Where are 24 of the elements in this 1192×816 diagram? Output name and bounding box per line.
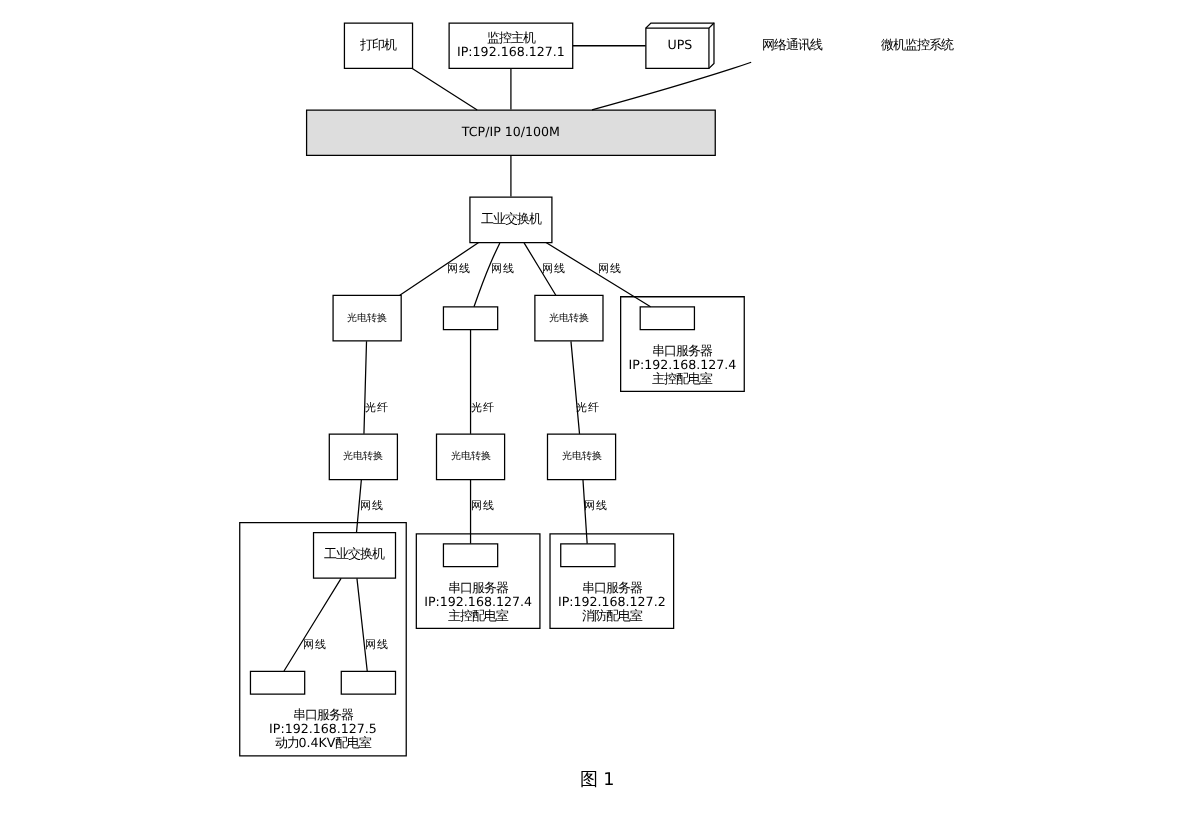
connector (544, 240, 651, 307)
connector (569, 339, 580, 434)
connector (410, 66, 477, 110)
node-box (441, 542, 498, 567)
connector (509, 67, 511, 110)
connector (355, 576, 367, 671)
connector (362, 339, 367, 434)
connector (590, 60, 751, 110)
node-box (559, 542, 615, 567)
connector (472, 241, 500, 307)
node-box (638, 305, 695, 330)
node-box (441, 305, 498, 330)
connector (581, 478, 587, 544)
connector (522, 241, 556, 295)
caption: 图 1 (578, 770, 614, 791)
connector (282, 576, 341, 671)
connector (468, 478, 471, 544)
node-box (339, 669, 396, 694)
connector (509, 154, 511, 197)
connector (398, 240, 479, 295)
node-box (248, 669, 305, 694)
connector (468, 328, 471, 434)
connector (354, 478, 361, 532)
connector (571, 44, 646, 46)
